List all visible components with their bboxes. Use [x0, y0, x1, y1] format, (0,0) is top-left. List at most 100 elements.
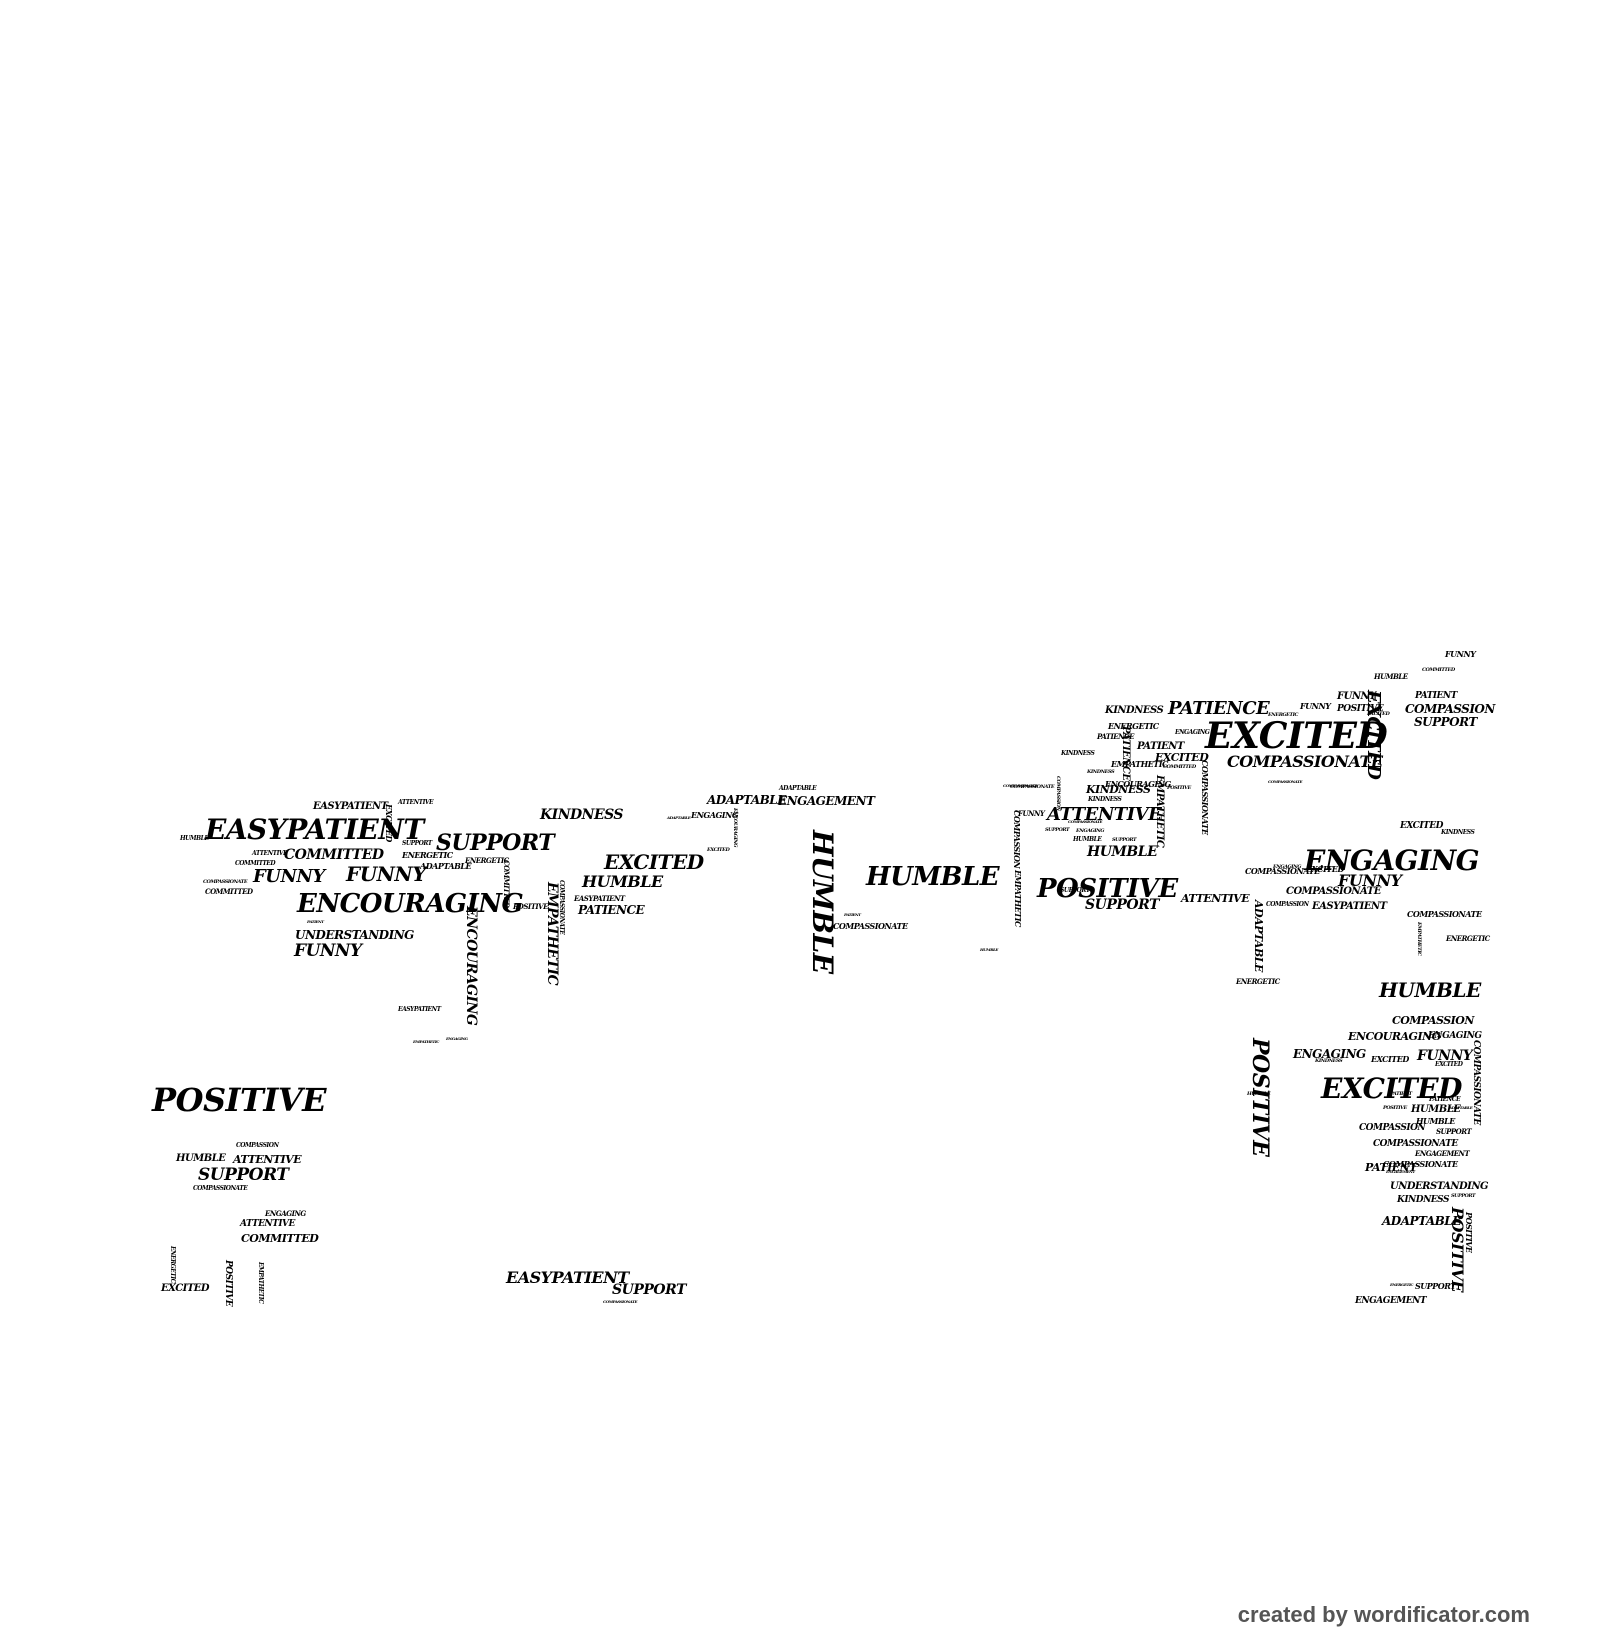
- cloud-word: ADAPTABLE: [779, 785, 817, 792]
- cloud-word: ENGAGING: [1273, 864, 1301, 870]
- cloud-word: EXCITED: [384, 804, 394, 842]
- cloud-word: HUMBLE: [1247, 1091, 1271, 1097]
- cloud-word: SUPPORT: [1060, 887, 1090, 894]
- cloud-word: EXCITED: [1306, 864, 1344, 874]
- cloud-word: ENGAGEMENT: [778, 794, 875, 808]
- cloud-word: ADAPTABLE: [1252, 900, 1265, 972]
- cloud-word: KINDNESS: [540, 807, 624, 823]
- cloud-word: PATIENT: [1137, 741, 1184, 752]
- cloud-word: ATTENTIVE: [252, 850, 288, 857]
- cloud-word: COMMITTED: [284, 847, 384, 863]
- cloud-word: ENCOURAGING: [1105, 779, 1171, 789]
- cloud-word: ENERGETIC: [1446, 934, 1490, 943]
- cloud-word: ENERGETIC: [465, 856, 509, 865]
- cloud-word: ENERGETIC: [1268, 712, 1298, 718]
- cloud-word: POSITIVE: [1247, 1038, 1273, 1157]
- cloud-word: HUMBLE: [1073, 836, 1102, 843]
- cloud-word: COMPASSIONATE: [1245, 866, 1320, 876]
- cloud-word: FUNNY: [253, 866, 325, 887]
- cloud-word: HUMBLE: [180, 835, 209, 842]
- cloud-word: SUPPORT: [1085, 897, 1159, 913]
- cloud-word: COMMITTED: [235, 860, 276, 867]
- cloud-word: COMPASSIONATE: [558, 880, 565, 935]
- cloud-word: EMPATHETIC: [257, 1262, 264, 1304]
- cloud-word: ENGAGEMENT: [1415, 1149, 1470, 1158]
- cloud-word: KINDNESS: [1315, 1058, 1343, 1064]
- cloud-word: ENCOURAGING: [297, 889, 524, 919]
- credit-watermark: created by wordificator.com: [1237, 1602, 1530, 1627]
- cloud-word: ATTENTIVE: [1047, 804, 1162, 825]
- cloud-word: ENERGETIC: [169, 1246, 176, 1283]
- cloud-word: ENCOURAGING: [732, 808, 738, 848]
- cloud-word: SUPPORT: [1045, 827, 1070, 833]
- cloud-word: PATIENCE: [578, 903, 645, 917]
- cloud-word: HUMBLE: [1374, 672, 1408, 681]
- cloud-word: ENGAGING: [1428, 1031, 1482, 1041]
- cloud-word: ENGAGING: [1304, 844, 1480, 877]
- cloud-word: PATIENT: [1365, 1161, 1417, 1174]
- cloud-word: COMPASSIONATE: [1383, 1159, 1458, 1169]
- cloud-word: COMMITTED: [241, 1232, 319, 1245]
- cloud-word: PATIENCE: [1097, 732, 1134, 741]
- cloud-word: COMPASSIONATE: [1010, 784, 1055, 790]
- cloud-word: PATIENCE: [1168, 698, 1270, 719]
- cloud-word: EXCITED: [1367, 711, 1390, 717]
- cloud-word: ENGAGING: [1293, 1047, 1366, 1061]
- cloud-word: EMPATHETIC: [1111, 759, 1168, 769]
- cloud-word: EXCITED: [1321, 1072, 1462, 1105]
- cloud-word: ATTENTIVE: [398, 799, 434, 806]
- cloud-word: COMPASSION: [1359, 1123, 1426, 1133]
- cloud-word: ATTENTIVE: [240, 1219, 295, 1229]
- cloud-word: SUPPORT: [1414, 715, 1477, 729]
- cloud-word: EASYPATIENT: [1312, 901, 1387, 912]
- cloud-word: ADAPTABLE: [667, 815, 691, 820]
- cloud-word: EXCITED: [1155, 751, 1209, 764]
- cloud-word: POSITIVE: [1037, 874, 1178, 904]
- cloud-word: ENGAGING: [446, 1036, 468, 1041]
- cloud-word: ENERGETIC: [1236, 977, 1280, 986]
- cloud-word: SUPPORT: [612, 1282, 686, 1298]
- cloud-word: COMPASSION: [1266, 901, 1309, 908]
- cloud-word: FUNNY: [1445, 649, 1476, 659]
- cloud-word: COMPASSION: [236, 1142, 279, 1149]
- cloud-word: COMPASSIONATE: [1068, 819, 1103, 824]
- cloud-word: HUMBLE: [866, 862, 1000, 892]
- cloud-word: KINDNESS: [1105, 705, 1164, 716]
- cloud-word: ENERGETIC: [1390, 1282, 1414, 1287]
- cloud-word: EXCITED: [1400, 821, 1443, 831]
- cloud-word: COMPASSIONATE: [1286, 886, 1381, 897]
- cloud-word: EASYPATIENT: [506, 1268, 629, 1287]
- cloud-word: UNDERSTANDING: [1390, 1181, 1489, 1192]
- cloud-word: POSITIVE: [152, 1081, 327, 1119]
- cloud-word: COMPASSIONATE: [603, 1299, 638, 1304]
- cloud-word: COMPASSIONATE: [1268, 779, 1303, 784]
- cloud-word: HUMBLE: [176, 1153, 226, 1164]
- cloud-word: UNDERSTANDING: [295, 928, 414, 942]
- cloud-word: COMPASSIONATE: [1471, 1040, 1481, 1125]
- cloud-word: COMPASSIONATE: [1407, 909, 1482, 919]
- cloud-word: EMPATHETIC: [1013, 870, 1023, 927]
- cloud-word: PATIENCE: [1120, 726, 1131, 781]
- cloud-word: HUMBLE: [1379, 978, 1481, 1002]
- cloud-word: ADAPTABLE: [707, 793, 786, 807]
- cloud-word: ENCOURAGING: [463, 906, 479, 1026]
- cloud-word: PATIENT: [844, 912, 861, 917]
- cloud-word: FUNNY: [1338, 871, 1402, 890]
- cloud-word: COMPASSION: [1392, 1014, 1474, 1027]
- cloud-word: POSITIVE: [1464, 1212, 1474, 1253]
- cloud-word: ENGAGING: [691, 810, 739, 820]
- cloud-word: PATIENT: [1390, 1091, 1412, 1097]
- cloud-word: EXCITED: [161, 1283, 210, 1294]
- cloud-word: KINDNESS: [1088, 796, 1122, 803]
- cloud-word: POSITIVE: [1337, 704, 1384, 714]
- cloud-word: POSITIVE: [513, 902, 548, 911]
- cloud-word: EXCITED: [1371, 1054, 1409, 1064]
- cloud-word: ENGAGING: [1076, 828, 1104, 834]
- cloud-word: ADAPTABLE: [1449, 1105, 1473, 1110]
- cloud-word: KINDNESS: [1397, 1195, 1449, 1205]
- cloud-word: EXCITED: [707, 847, 730, 853]
- cloud-word: EASYPATIENT: [398, 1006, 441, 1013]
- cloud-word: ENERGETIC: [402, 850, 453, 860]
- cloud-word: POSITIVE: [1167, 785, 1191, 791]
- cloud-word: FUNNY: [294, 941, 362, 961]
